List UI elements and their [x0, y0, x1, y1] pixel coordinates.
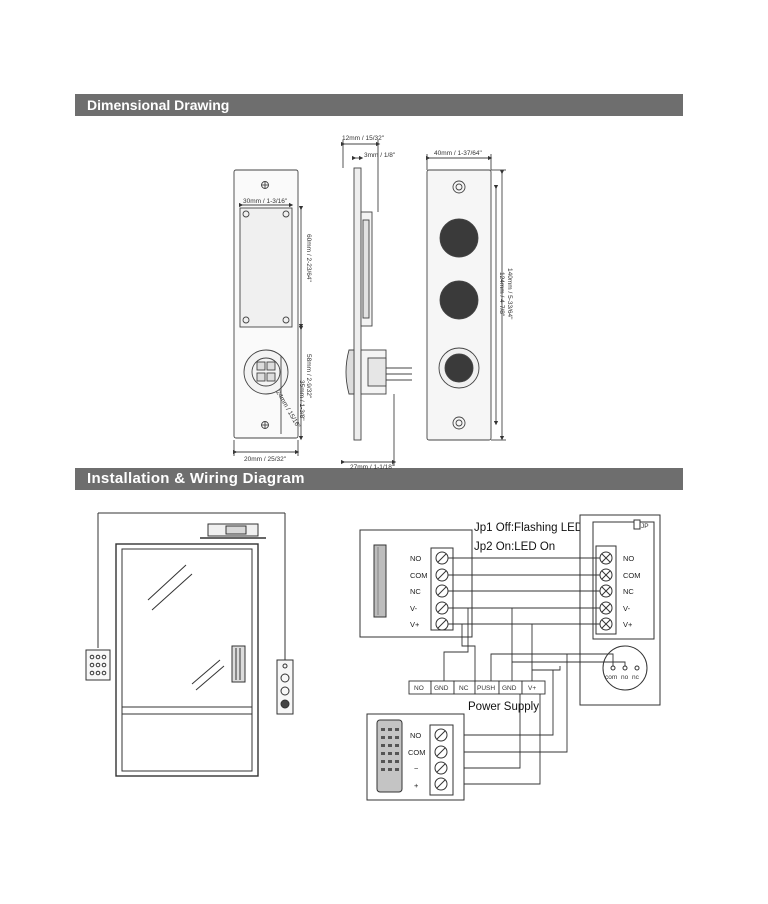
maglock-terminal-vminus: V- — [410, 604, 418, 613]
wiring-lines — [443, 557, 626, 785]
controller-terminal-vplus: V+ — [623, 620, 633, 629]
side-view — [340, 140, 412, 466]
psu-terminal-no: NO — [414, 685, 424, 692]
door-illustration — [97, 512, 286, 777]
dimensional-drawing-header: Dimensional Drawing — [75, 94, 683, 116]
psu-terminal-gnd-2: GND — [502, 685, 517, 692]
keypad-buttons — [381, 728, 399, 771]
button-contact-no: no — [621, 674, 629, 681]
maglock-terminal-no: NO — [410, 554, 421, 563]
controller-terminal-nc: NC — [623, 587, 634, 596]
box-width-label: 30mm / 1-3/16" — [243, 198, 288, 205]
side-3-label: 3mm / 1/8" — [364, 152, 396, 159]
door-exit-button-icon — [276, 659, 294, 715]
jumper-line-1: Jp1 Off:Flashing LED — [474, 522, 583, 534]
psu-terminal-gnd-1: GND — [434, 685, 449, 692]
keypad-terminal-no: NO — [410, 731, 421, 740]
side-27-label: 27mm / 1-1/18" — [350, 464, 395, 471]
front-40-label: 40mm / 1-37/64" — [434, 150, 483, 157]
keypad-terminal-screws — [434, 728, 448, 791]
keypad-terminal-plus: + — [414, 781, 419, 790]
keypad-terminal-com: COM — [408, 748, 426, 757]
maglock-terminal-nc: NC — [410, 587, 421, 596]
pitch-58-label: 58mm / 2-9/32" — [305, 354, 312, 399]
front-124-label: 124mm / 4-7/8" — [498, 272, 505, 317]
dimensional-drawing-title: Dimensional Drawing — [87, 97, 230, 113]
psu-terminal-nc: NC — [459, 685, 469, 692]
plate-width-label: 20mm / 25/32" — [244, 456, 287, 463]
jumper-tag: JP — [641, 523, 649, 530]
front-view — [425, 154, 506, 441]
psu-terminal-push: PUSH — [477, 685, 495, 692]
installation-wiring-header: Installation & Wiring Diagram — [75, 468, 683, 490]
button-contact-nc: nc — [632, 674, 640, 681]
controller-terminal-no: NO — [623, 554, 634, 563]
side-12-label: 12mm / 15/32" — [342, 135, 385, 142]
controller-terminal-vminus: V- — [623, 604, 631, 613]
jumper-line-2: Jp2 On:LED On — [474, 541, 555, 553]
exit-button-box — [579, 514, 661, 706]
maglock-terminal-com: COM — [410, 571, 428, 580]
psu-terminal-vplus: V+ — [528, 685, 536, 692]
front-140-label: 140mm / 5-33/64" — [506, 268, 513, 320]
door-keypad-icon — [85, 649, 111, 681]
power-supply-label: Power Supply — [468, 701, 539, 713]
psu-terminal-row — [408, 680, 546, 695]
installation-wiring-title: Installation & Wiring Diagram — [87, 470, 305, 487]
back-view — [232, 169, 304, 456]
controller-terminal-com: COM — [623, 571, 641, 580]
dim-35-label: 35mm / 1-3/8" — [298, 380, 305, 421]
box-height-label: 60mm / 2-23/64" — [305, 234, 312, 283]
maglock-terminal-vplus: V+ — [410, 620, 420, 629]
keypad-terminal-minus: − — [414, 764, 419, 773]
button-contact-com: com — [605, 674, 617, 681]
